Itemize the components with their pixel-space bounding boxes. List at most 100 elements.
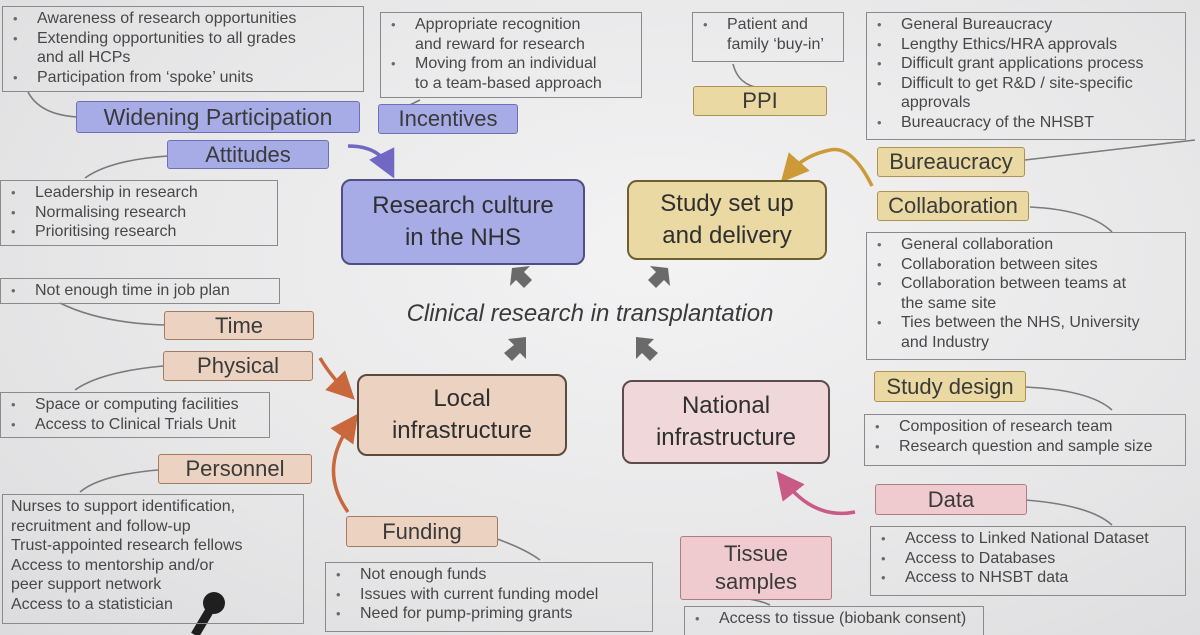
tag-collaboration: Collaboration: [877, 191, 1029, 221]
list-item: Need for pump-priming grants: [334, 604, 644, 624]
tag-attitudes: Attitudes: [167, 140, 329, 169]
list-item: Nurses to support identification,: [11, 498, 236, 515]
node-study-setup-line1: Study set up: [660, 190, 794, 217]
list-item: Access to Linked National Dataset: [879, 529, 1177, 549]
list-item: Space or computing facilities: [9, 395, 261, 415]
list-bureaucracy: General BureaucracyLengthy Ethics/HRA ap…: [866, 12, 1186, 140]
list-widening-participation: Awareness of research opportunitiesExten…: [2, 6, 364, 92]
connector-collaboration: [1029, 206, 1113, 233]
list-item: Collaboration between teams at: [875, 274, 1177, 294]
tag-data: Data: [875, 484, 1027, 515]
arrow-orange-funding: [330, 413, 359, 514]
connector-physical: [74, 365, 164, 391]
arrow-blue: [347, 144, 395, 179]
tag-bureaucracy: Bureaucracy: [877, 147, 1025, 177]
list-item: Access to Databases: [879, 549, 1177, 569]
tag-tissue-line1: Tissue: [724, 541, 788, 566]
list-data: Access to Linked National DatasetAccess …: [870, 526, 1186, 596]
list-item: Trust-appointed research fellows: [11, 537, 243, 554]
connector-time: [59, 302, 166, 326]
list-item: and reward for research: [415, 35, 585, 53]
list-item: Moving from an individual: [389, 54, 633, 74]
center-title: Clinical research in transplantation: [406, 300, 774, 327]
list-item: Leadership in research: [9, 183, 269, 203]
list-item: Extending opportunities to all grades: [11, 29, 355, 49]
list-item: General Bureaucracy: [875, 15, 1177, 35]
list-item: Not enough time in job plan: [9, 281, 271, 301]
list-item: the same site: [901, 294, 997, 312]
list-item: Issues with current funding model: [334, 585, 644, 605]
list-item: Lengthy Ethics/HRA approvals: [875, 35, 1177, 55]
connector-data: [1024, 499, 1113, 526]
arrow-grey-topleft: [510, 266, 532, 288]
list-item: Participation from ‘spoke’ units: [11, 68, 355, 88]
list-item: Access to mentorship and/or: [11, 556, 214, 574]
tag-tissue-line2: samples: [715, 569, 797, 594]
list-item: Not enough funds: [334, 565, 644, 585]
node-local-infrastructure: Local infrastructure: [357, 374, 567, 456]
node-study-setup-line2: and delivery: [662, 222, 792, 249]
list-time: Not enough time in job plan: [0, 278, 280, 304]
list-funding: Not enough fundsIssues with current fund…: [325, 562, 653, 632]
node-study-setup: Study set up and delivery: [627, 180, 827, 260]
node-local-infra-line1: Local: [433, 385, 491, 412]
node-national-infra-line1: National: [681, 392, 771, 419]
list-item: Access to tissue (biobank consent): [693, 609, 975, 629]
connector-ppi: [732, 63, 761, 89]
list-item: Awareness of research opportunities: [11, 9, 355, 29]
list-personnel: Nurses to support identification, recruit…: [2, 494, 304, 624]
tag-widening-participation: Widening Participation: [76, 101, 360, 133]
tag-ppi: PPI: [693, 86, 827, 116]
list-item: and all HCPs: [37, 49, 131, 66]
list-tissue-samples: Access to tissue (biobank consent): [684, 606, 984, 635]
connector-bureaucracy: [1024, 139, 1196, 161]
list-item: and Industry: [901, 333, 990, 351]
list-item: Patient and: [701, 15, 835, 35]
arrow-yellow: [780, 147, 874, 187]
list-item: Research question and sample size: [873, 437, 1177, 457]
tag-tissue-samples: Tissue samples: [680, 536, 832, 600]
list-study-design: Composition of research teamResearch que…: [864, 414, 1186, 466]
list-item: to a team-based approach: [415, 74, 602, 92]
list-item: peer support network: [11, 576, 162, 593]
list-item: family ‘buy-in’: [727, 35, 824, 53]
tag-physical: Physical: [163, 351, 313, 381]
list-item: General collaboration: [875, 235, 1177, 255]
list-item: Appropriate recognition: [389, 15, 633, 35]
list-item: Prioritising research: [9, 222, 269, 242]
list-item: recruitment and follow-up: [11, 517, 191, 535]
arrow-orange-physical: [318, 357, 355, 400]
list-item: Access to NHSBT data: [879, 568, 1177, 588]
tag-funding: Funding: [346, 516, 498, 547]
arrow-grey-topright: [648, 266, 670, 288]
tag-time: Time: [164, 311, 314, 340]
list-item: Access to Clinical Trials Unit: [9, 415, 261, 435]
list-item: Ties between the NHS, University: [875, 313, 1177, 333]
list-physical: Space or computing facilitiesAccess to C…: [0, 392, 270, 438]
arrow-pink: [776, 471, 856, 516]
tag-incentives: Incentives: [378, 104, 518, 134]
tag-study-design: Study design: [874, 371, 1026, 402]
list-item: Access to a statistician: [11, 595, 173, 613]
list-item: Composition of research team: [873, 417, 1177, 437]
connector-widening: [27, 91, 79, 118]
list-item: Normalising research: [9, 203, 269, 223]
arrow-grey-bottomright: [636, 337, 658, 361]
node-national-infra-line2: infrastructure: [655, 424, 797, 451]
list-item: Collaboration between sites: [875, 255, 1177, 275]
connector-attitudes: [84, 155, 169, 179]
list-collaboration: General collaborationCollaboration betwe…: [866, 232, 1186, 360]
list-item: Difficult to get R&D / site-specific: [875, 74, 1177, 94]
connector-personnel: [79, 469, 159, 493]
list-attitudes: Leadership in researchNormalising resear…: [0, 180, 278, 246]
tag-personnel: Personnel: [158, 454, 312, 484]
node-research-culture-line2: in the NHS: [404, 224, 522, 251]
list-item: Difficult grant applications process: [875, 54, 1177, 74]
node-local-infra-line2: infrastructure: [391, 417, 533, 444]
pointer-stick: [191, 600, 218, 635]
node-national-infrastructure: National infrastructure: [622, 380, 830, 464]
